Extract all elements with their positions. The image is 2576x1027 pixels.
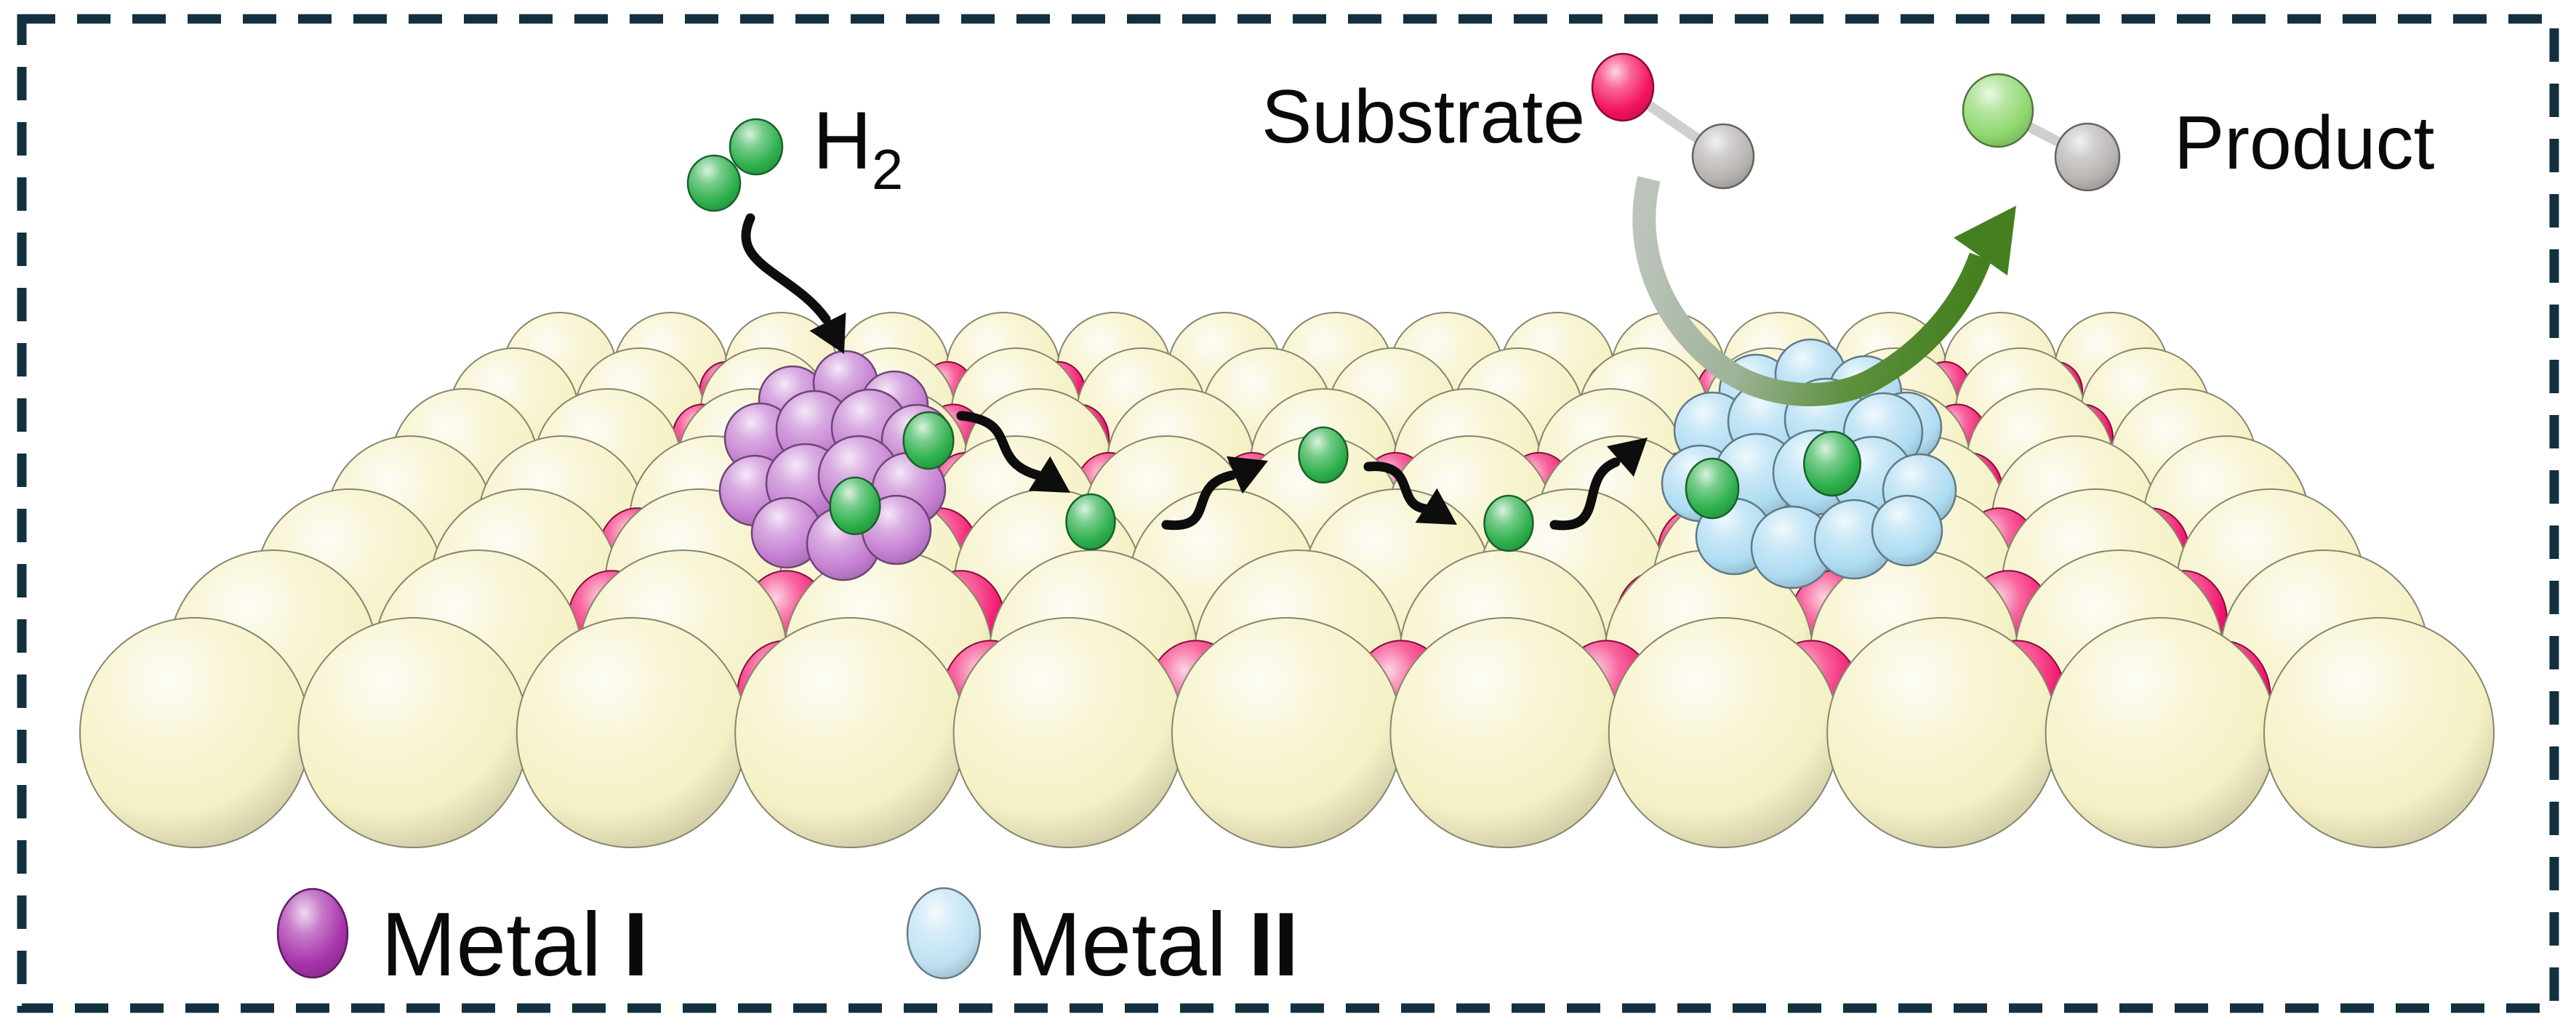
support-atom <box>297 617 529 848</box>
support-atom <box>734 617 966 848</box>
hydrogen-atom <box>1298 426 1349 484</box>
hop-arrow-1 <box>956 411 1043 480</box>
substrate-carrier-atom <box>1691 123 1755 190</box>
substrate-atom <box>1591 52 1655 122</box>
hydrogen-atom <box>1803 430 1861 497</box>
product-label: Product <box>2174 101 2435 185</box>
product-arrowhead-icon <box>1954 206 2016 275</box>
h2-label: H2 <box>813 95 903 201</box>
substrate-capture-band <box>1632 176 1992 406</box>
spillover-hydrogen-atoms <box>829 411 1861 552</box>
support-atom <box>2045 617 2276 848</box>
h2-adsorption-arrow-head-icon <box>809 312 846 354</box>
oxide-support-surface <box>79 312 2495 848</box>
h2-molecule-atom <box>729 118 784 176</box>
legend-swatch-metal1 <box>276 887 349 979</box>
substrate-label: Substrate <box>1261 75 1585 159</box>
hydrogen-atom <box>1065 493 1116 551</box>
hop-arrow-4 <box>1549 457 1621 531</box>
support-atom <box>79 617 310 848</box>
support-atom <box>1389 617 1621 848</box>
support-atom <box>1171 617 1403 848</box>
product-atom <box>1962 73 2034 148</box>
hydrogen-atom <box>1483 494 1534 552</box>
hydrogen-atom <box>1685 457 1740 520</box>
hop-arrow-3 <box>1363 462 1430 514</box>
hop-arrow-2-head-icon <box>1227 456 1268 494</box>
hop-arrow-1-head-icon <box>1028 456 1070 493</box>
legend-swatch-metal2 <box>906 887 982 980</box>
dashed-border <box>17 14 2559 1013</box>
hop-arrow-4-head-icon <box>1607 438 1648 477</box>
hop-arrow-3-head-icon <box>1415 488 1457 525</box>
support-atom <box>515 617 747 848</box>
substrate-to-product-arrow <box>1632 176 2016 406</box>
support-atom <box>1826 617 2058 848</box>
support-atom <box>1608 617 1839 848</box>
hydrogen-atom <box>902 411 955 470</box>
text-labels: H2 Substrate Product <box>813 75 2435 201</box>
hydrogen-hop-arrows <box>741 213 1648 531</box>
metal2-atom <box>1871 494 1943 567</box>
product-carrier-atom <box>2054 122 2121 192</box>
hop-arrow-2 <box>1161 470 1237 531</box>
h2-adsorption-arrow <box>741 213 831 324</box>
support-atom <box>952 617 1184 848</box>
hydrogen-atom <box>829 476 881 536</box>
gas-molecules <box>686 52 2121 212</box>
h2-molecule-atom <box>686 154 742 212</box>
support-atom <box>2263 617 2495 848</box>
